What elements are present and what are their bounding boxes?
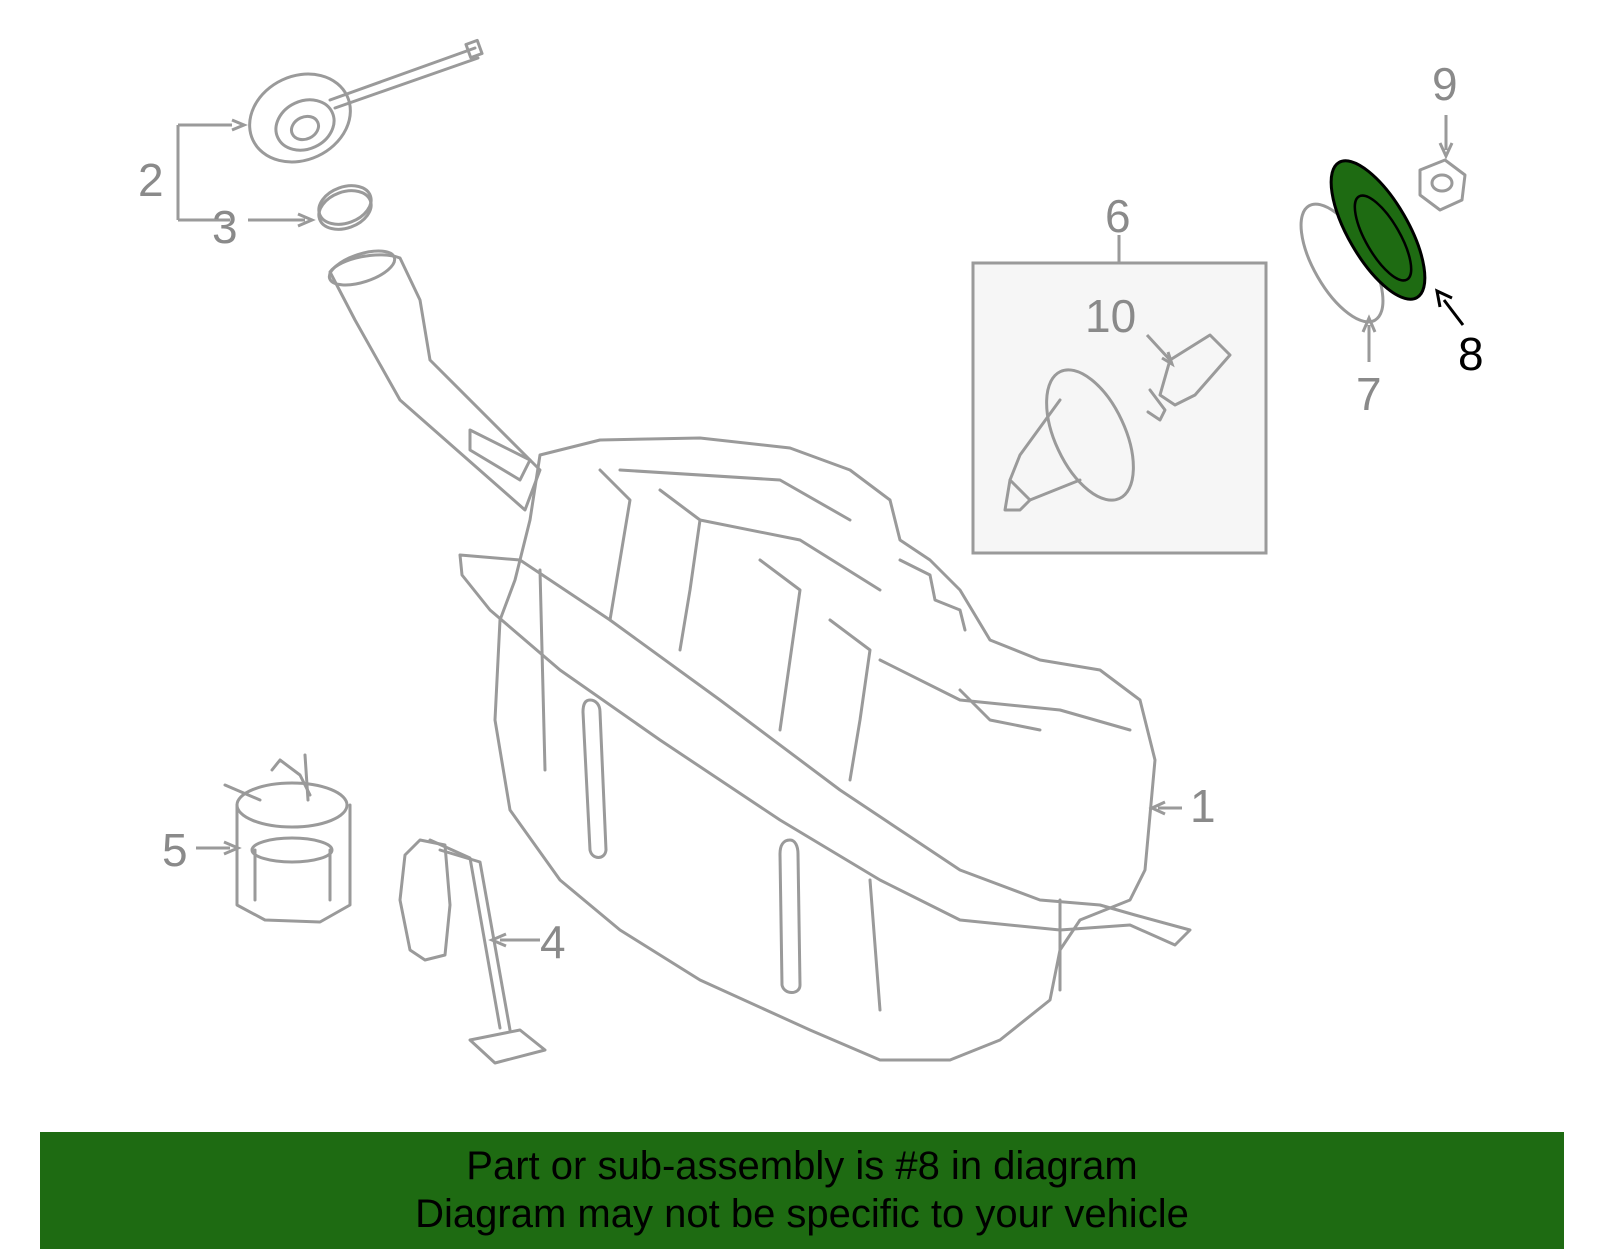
callout-3: 3 [212, 201, 238, 253]
sending-unit-part-4 [398, 838, 547, 1065]
gasket-part-3 [317, 184, 373, 231]
seal-outer [1329, 159, 1427, 301]
leader-lines [176, 115, 1465, 948]
fuel-pump-part-5 [223, 753, 352, 924]
footer-banner: Part or sub-assembly is #8 in diagram Di… [40, 1132, 1564, 1249]
fuel-cap-part-2 [248, 38, 484, 164]
nut-part-9 [1418, 158, 1467, 212]
callout-10: 10 [1085, 290, 1136, 342]
seal-inner [1353, 194, 1413, 282]
sub-assembly-box-part-6 [971, 235, 1268, 555]
fuel-tank-part-1 [458, 436, 1192, 1062]
callout-1: 1 [1190, 780, 1216, 832]
callout-2: 2 [138, 154, 164, 206]
callout-6: 6 [1105, 190, 1131, 242]
callout-8: 8 [1458, 328, 1484, 380]
footer-disclaimer: Diagram may not be specific to your vehi… [415, 1192, 1189, 1236]
parts-diagram: 1 2 3 4 5 6 7 8 9 10 [138, 38, 1484, 1065]
callout-7: 7 [1356, 368, 1382, 420]
callout-5: 5 [162, 824, 188, 876]
seal-part-8-highlighted [1329, 159, 1427, 301]
footer-part-note: Part or sub-assembly is #8 in diagram [466, 1144, 1138, 1188]
callout-4: 4 [540, 916, 566, 968]
callout-9: 9 [1432, 58, 1458, 110]
filler-neck [327, 249, 542, 512]
